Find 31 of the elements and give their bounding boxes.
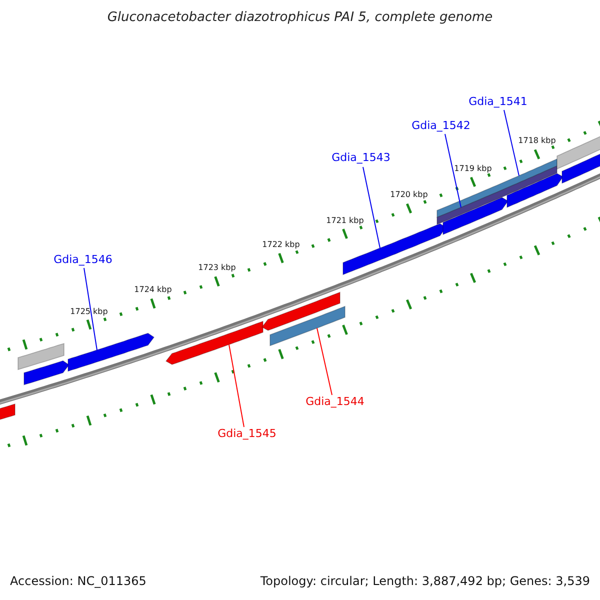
tick-label: 1722 kbp: [262, 240, 300, 250]
gene-block: [68, 332, 155, 372]
gene-label: Gdia_1543: [332, 151, 390, 164]
gene-label: Gdia_1546: [54, 253, 112, 266]
gene-label: Gdia_1542: [412, 119, 470, 132]
gene-block: [24, 360, 70, 386]
gene-block: [436, 165, 558, 225]
tick-label: 1724 kbp: [134, 285, 172, 296]
gene-block: [261, 292, 340, 331]
leader-line: [228, 344, 244, 428]
gene-label: Gdia_1544: [306, 395, 364, 408]
gene-block: [270, 306, 346, 346]
gene-block: [506, 173, 564, 208]
tick-label: 1719 kbp: [454, 164, 492, 174]
tick-label: 1725 kbp: [70, 306, 108, 316]
gene-block: [442, 197, 509, 236]
tick-label: 1720 kbp: [390, 190, 428, 200]
accession-text: Accession: NC_011365: [10, 574, 146, 588]
tick-label: 1718 kbp: [518, 136, 556, 146]
genome-info-text: Topology: circular; Length: 3,887,492 bp; Genes: 3,539: [260, 574, 590, 588]
gene-block: [165, 320, 264, 365]
leader-line: [362, 166, 380, 248]
gene-label: Gdia_1545: [218, 427, 276, 440]
leader-line: [84, 268, 98, 350]
leader-line: [316, 328, 332, 396]
tick-label: 1721 kbp: [326, 216, 364, 226]
gene-block: [18, 342, 64, 370]
title: Gluconacetobacter diazotrophicus PAI 5, complete genome: [107, 10, 493, 26]
tick-label: 1723 kbp: [198, 263, 236, 273]
gene-label: Gdia_1541: [468, 95, 528, 108]
leader-line: [504, 110, 520, 176]
